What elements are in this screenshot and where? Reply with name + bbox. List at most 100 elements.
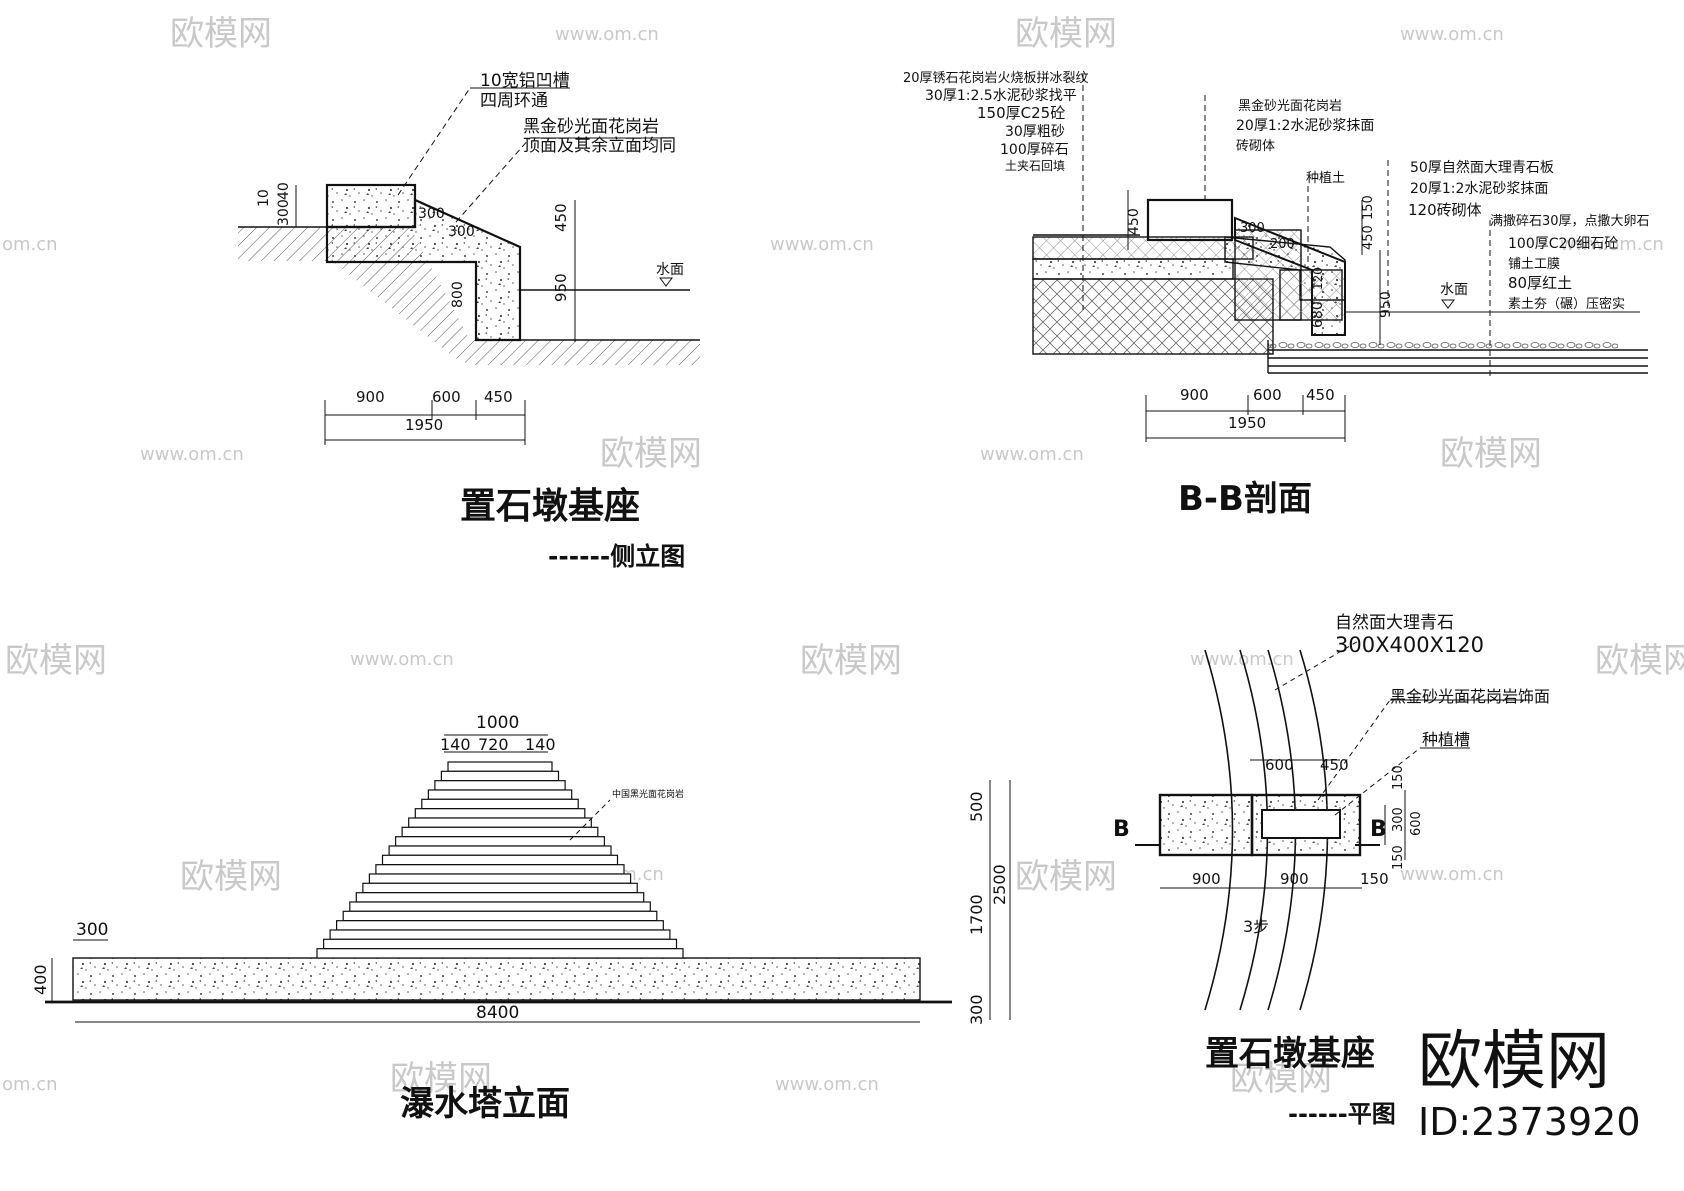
svg-text:450: 450 [1306,386,1335,404]
svg-text:www.om.cn: www.om.cn [1560,234,1664,255]
svg-text:300: 300 [1240,221,1265,236]
waterfall-step [375,864,625,875]
waterfall-step [355,892,645,903]
svg-text:种植土: 种植土 [1306,171,1345,186]
side-elevation-panel [238,87,700,445]
svg-text:150: 150 [1391,765,1406,790]
svg-text:种植槽: 种植槽 [1422,730,1470,749]
brand-stamp: 欧模网 ID:2373920 [1418,1025,1641,1144]
svg-text:欧模网: 欧模网 [1595,641,1684,681]
svg-text:100厚碎石: 100厚碎石 [1000,142,1069,158]
waterfall-step [368,873,632,884]
svg-text:满撒碎石30厚，点撒大卵石: 满撒碎石30厚，点撒大卵石 [1490,213,1650,229]
svg-text:10宽铝凹槽: 10宽铝凹槽 [480,71,570,91]
svg-text:20厚1:2水泥砂浆抹面: 20厚1:2水泥砂浆抹面 [1410,181,1548,197]
waterfall-step [316,948,684,959]
svg-text:om.cn: om.cn [2,1074,58,1095]
watermark-url-short-3: www.om.cn [775,1074,879,1095]
svg-text:80厚红土: 80厚红土 [1508,274,1572,292]
watermark-url-short-1: om.cn [2,234,58,255]
svg-text:中国黑光面花岗岩: 中国黑光面花岗岩 [612,788,684,800]
svg-text:8400: 8400 [476,1003,519,1023]
svg-text:900: 900 [356,388,385,406]
watermark-brand-6: 欧模网 [800,641,902,681]
waterfall-step [408,817,592,828]
svg-text:10: 10 [256,189,272,207]
waterfall-step [447,761,553,772]
watermark-url-7: www.om.cn [350,649,454,670]
svg-text:450: 450 [484,388,513,406]
waterfall-step [323,938,678,950]
svg-text:120砖砌体: 120砖砌体 [1408,201,1482,219]
plan-panel [1135,639,1530,1011]
svg-text:600: 600 [1253,386,1282,404]
svg-text:450: 450 [1126,208,1142,235]
watermark-brand-3: 欧模网 [600,434,702,474]
svg-text:B: B [1113,817,1130,842]
svg-text:500: 500 [967,791,986,822]
svg-text:140: 140 [440,735,471,754]
watermark-url-short-2: om.cn [2,1074,58,1095]
watermark-brand-1: 欧模网 [170,14,272,54]
svg-text:120: 120 [1311,267,1325,290]
watermark-url-3: www.om.cn [770,234,874,255]
waterfall-step [381,854,619,866]
svg-text:素土夯（碾）压密实: 素土夯（碾）压密实 [1508,296,1625,312]
waterfall-step [440,770,560,782]
svg-text:欧模网: 欧模网 [170,14,272,54]
svg-text:欧模网: 欧模网 [600,434,702,474]
svg-text:950: 950 [552,273,570,302]
svg-text:www.om.cn: www.om.cn [555,24,659,45]
svg-text:黑金砂光面花岗岩: 黑金砂光面花岗岩 [523,117,659,137]
svg-text:水面: 水面 [1440,282,1468,298]
waterfall-step [395,836,606,847]
svg-text:720: 720 [478,735,509,754]
svg-text:3步: 3步 [1243,917,1269,936]
svg-text:欧模网: 欧模网 [180,857,282,897]
svg-text:1950: 1950 [1228,414,1266,432]
svg-text:800: 800 [450,281,466,308]
svg-text:450: 450 [1320,756,1349,774]
svg-text:om.cn: om.cn [2,234,58,255]
watermark-brand-4: 欧模网 [1440,434,1542,474]
svg-text:600: 600 [1265,756,1294,774]
svg-text:砖砌体: 砖砌体 [1236,139,1275,154]
svg-text:欧模网: 欧模网 [1230,1059,1332,1099]
svg-text:300: 300 [276,199,292,226]
svg-text:150厚C25砼: 150厚C25砼 [977,104,1065,122]
svg-text:顶面及其余立面均同: 顶面及其余立面均同 [523,136,676,156]
watermark-layer: 欧模网 欧模网 欧模网 欧模网 欧模网 欧模网 欧模网 欧模网 欧模网 欧模网 … [2,14,1684,1099]
waterfall-elevation-panel [45,734,1011,1023]
waterfall-step [421,798,579,810]
svg-text:欧模网: 欧模网 [1440,434,1542,474]
svg-text:950: 950 [1378,291,1394,318]
svg-text:------平图: ------平图 [1288,1100,1396,1128]
watermark-brand-11: 欧模网 [1230,1059,1332,1099]
svg-text:450: 450 [552,203,570,232]
svg-text:土夹石回填: 土夹石回填 [1005,159,1065,173]
watermark-url-4: www.om.cn [1560,234,1664,255]
watermark-brand-2: 欧模网 [1015,14,1117,54]
waterfall-step [336,920,664,931]
svg-text:1950: 1950 [405,416,443,434]
svg-text:欧模网: 欧模网 [1015,857,1117,897]
waterfall-steps [316,761,684,959]
svg-text:1700: 1700 [967,894,986,935]
svg-text:600: 600 [432,388,461,406]
svg-text:900: 900 [1280,870,1309,888]
svg-text:欧模网: 欧模网 [800,641,902,681]
svg-text:600: 600 [1409,811,1424,836]
watermark-brand-9: 欧模网 [1015,857,1117,897]
svg-text:置石墩基座: 置石墩基座 [460,486,640,527]
svg-text:www.om.cn: www.om.cn [775,1074,879,1095]
watermark-url-5: www.om.cn [140,444,244,465]
svg-text:www.om.cn: www.om.cn [1190,649,1294,670]
svg-text:50厚自然面大理青石板: 50厚自然面大理青石板 [1410,159,1554,176]
section-bb-panel [1032,75,1648,442]
svg-text:900: 900 [1180,386,1209,404]
svg-text:www.om.cn: www.om.cn [350,649,454,670]
svg-text:300: 300 [76,920,108,940]
svg-text:140: 140 [525,735,556,754]
waterfall-step [349,901,651,912]
